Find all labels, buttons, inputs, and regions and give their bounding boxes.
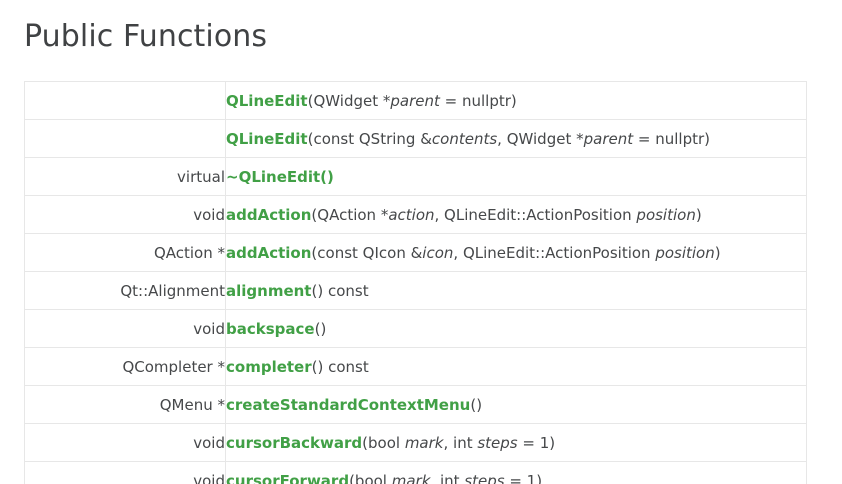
function-name-link[interactable]: addAction [226, 243, 312, 262]
signature-ptype: QLineEdit::ActionPosition [444, 205, 637, 224]
signature-punct: () [314, 319, 327, 338]
signature-ptype: bool [368, 433, 405, 452]
public-functions-table-body: QLineEdit(QWidget *parent = nullptr)QLin… [24, 81, 807, 484]
page-title: Public Functions [24, 19, 268, 54]
signature-punct: , [443, 433, 454, 452]
function-signature-cell: QLineEdit(QWidget *parent = nullptr) [225, 81, 807, 120]
signature-ptype: QWidget * [506, 129, 584, 148]
function-name-link[interactable]: ~QLineEdit() [226, 167, 334, 186]
return-type-cell: Qt::Alignment [24, 271, 226, 310]
signature-ptype: int [453, 433, 478, 452]
signature-punct: ) [714, 243, 721, 262]
signature-ptype: const QString & [313, 129, 432, 148]
signature-pname: icon [422, 243, 454, 262]
signature-punct: ( [362, 433, 368, 452]
signature-deflt: = 1 [504, 471, 537, 484]
public-functions-table-wrapper: QLineEdit(QWidget *parent = nullptr)QLin… [24, 81, 807, 484]
signature-pname: action [388, 205, 435, 224]
signature-deflt: = nullptr [439, 91, 511, 110]
return-type-cell: QAction * [24, 233, 226, 272]
signature-punct: ) [549, 433, 556, 452]
signature-punct: ) [695, 205, 702, 224]
table-row: QLineEdit(QWidget *parent = nullptr) [24, 81, 807, 120]
signature-punct: ( [307, 129, 314, 148]
signature-punct: , [453, 243, 463, 262]
table-row: virtual~QLineEdit() [24, 157, 807, 196]
signature-ptype: const [328, 357, 369, 376]
function-signature-cell: addAction(const QIcon &icon, QLineEdit::… [225, 233, 807, 272]
function-signature-cell: ~QLineEdit() [225, 157, 807, 196]
signature-punct: ( [307, 91, 314, 110]
function-signature-cell: QLineEdit(const QString &contents, QWidg… [225, 119, 807, 158]
signature-punct: , [434, 205, 445, 224]
signature-deflt: = nullptr [633, 129, 705, 148]
signature-punct: ( [311, 205, 318, 224]
return-type-cell: void [24, 423, 226, 462]
signature-ptype: bool [354, 471, 392, 484]
function-signature-cell: completer() const [225, 347, 807, 386]
function-name-link[interactable]: completer [226, 357, 312, 376]
signature-pname: contents [431, 129, 498, 148]
signature-punct: ) [704, 129, 710, 148]
signature-ptype: const QIcon & [317, 243, 423, 262]
signature-pname: position [636, 205, 696, 224]
return-type-cell: void [24, 461, 226, 484]
signature-ptype: QLineEdit::ActionPosition [462, 243, 656, 262]
signature-punct: () [311, 281, 328, 300]
function-name-link[interactable]: cursorForward [226, 471, 350, 484]
function-name-link[interactable]: QLineEdit [226, 91, 308, 110]
signature-punct: ) [536, 471, 543, 484]
function-signature-cell: backspace() [225, 309, 807, 348]
signature-punct: , [497, 129, 507, 148]
signature-pname: position [655, 243, 715, 262]
signature-deflt: = 1 [517, 433, 550, 452]
signature-punct: () [470, 395, 483, 414]
function-signature-cell: createStandardContextMenu() [225, 385, 807, 424]
signature-punct: ( [349, 471, 355, 484]
signature-pname: steps [464, 471, 505, 484]
signature-ptype: int [439, 471, 465, 484]
table-row: QCompleter *completer() const [24, 347, 807, 386]
function-signature-cell: alignment() const [225, 271, 807, 310]
function-name-link[interactable]: alignment [226, 281, 312, 300]
function-signature-cell: cursorBackward(bool mark, int steps = 1) [225, 423, 807, 462]
signature-pname: mark [391, 471, 431, 484]
function-name-link[interactable]: addAction [226, 205, 312, 224]
return-type-cell: QCompleter * [24, 347, 226, 386]
signature-pname: mark [404, 433, 444, 452]
signature-pname: parent [390, 91, 440, 110]
return-type-cell: QMenu * [24, 385, 226, 424]
public-functions-table: QLineEdit(QWidget *parent = nullptr)QLin… [24, 81, 807, 484]
function-signature-cell: addAction(QAction *action, QLineEdit::Ac… [225, 195, 807, 234]
table-row: QMenu *createStandardContextMenu() [24, 385, 807, 424]
table-row: QLineEdit(const QString &contents, QWidg… [24, 119, 807, 158]
signature-punct: () [311, 357, 329, 376]
return-type-cell: virtual [24, 157, 226, 196]
function-name-link[interactable]: QLineEdit [226, 129, 308, 148]
return-type-cell: void [24, 309, 226, 348]
signature-pname: steps [477, 433, 518, 452]
table-row: QAction *addAction(const QIcon &icon, QL… [24, 233, 807, 272]
function-signature-cell: cursorForward(bool mark, int steps = 1) [225, 461, 807, 484]
signature-punct: ) [510, 91, 517, 110]
function-name-link[interactable]: cursorBackward [226, 433, 363, 452]
function-name-link[interactable]: backspace [226, 319, 315, 338]
function-name-link[interactable]: createStandardContextMenu [226, 395, 471, 414]
signature-punct: , [430, 471, 440, 484]
return-type-cell [24, 81, 226, 120]
return-type-cell [24, 119, 226, 158]
signature-ptype: QAction * [317, 205, 389, 224]
signature-ptype: const [327, 281, 369, 300]
signature-punct: ( [311, 243, 318, 262]
signature-ptype: QWidget * [313, 91, 391, 110]
return-type-cell: void [24, 195, 226, 234]
signature-pname: parent [583, 129, 634, 148]
